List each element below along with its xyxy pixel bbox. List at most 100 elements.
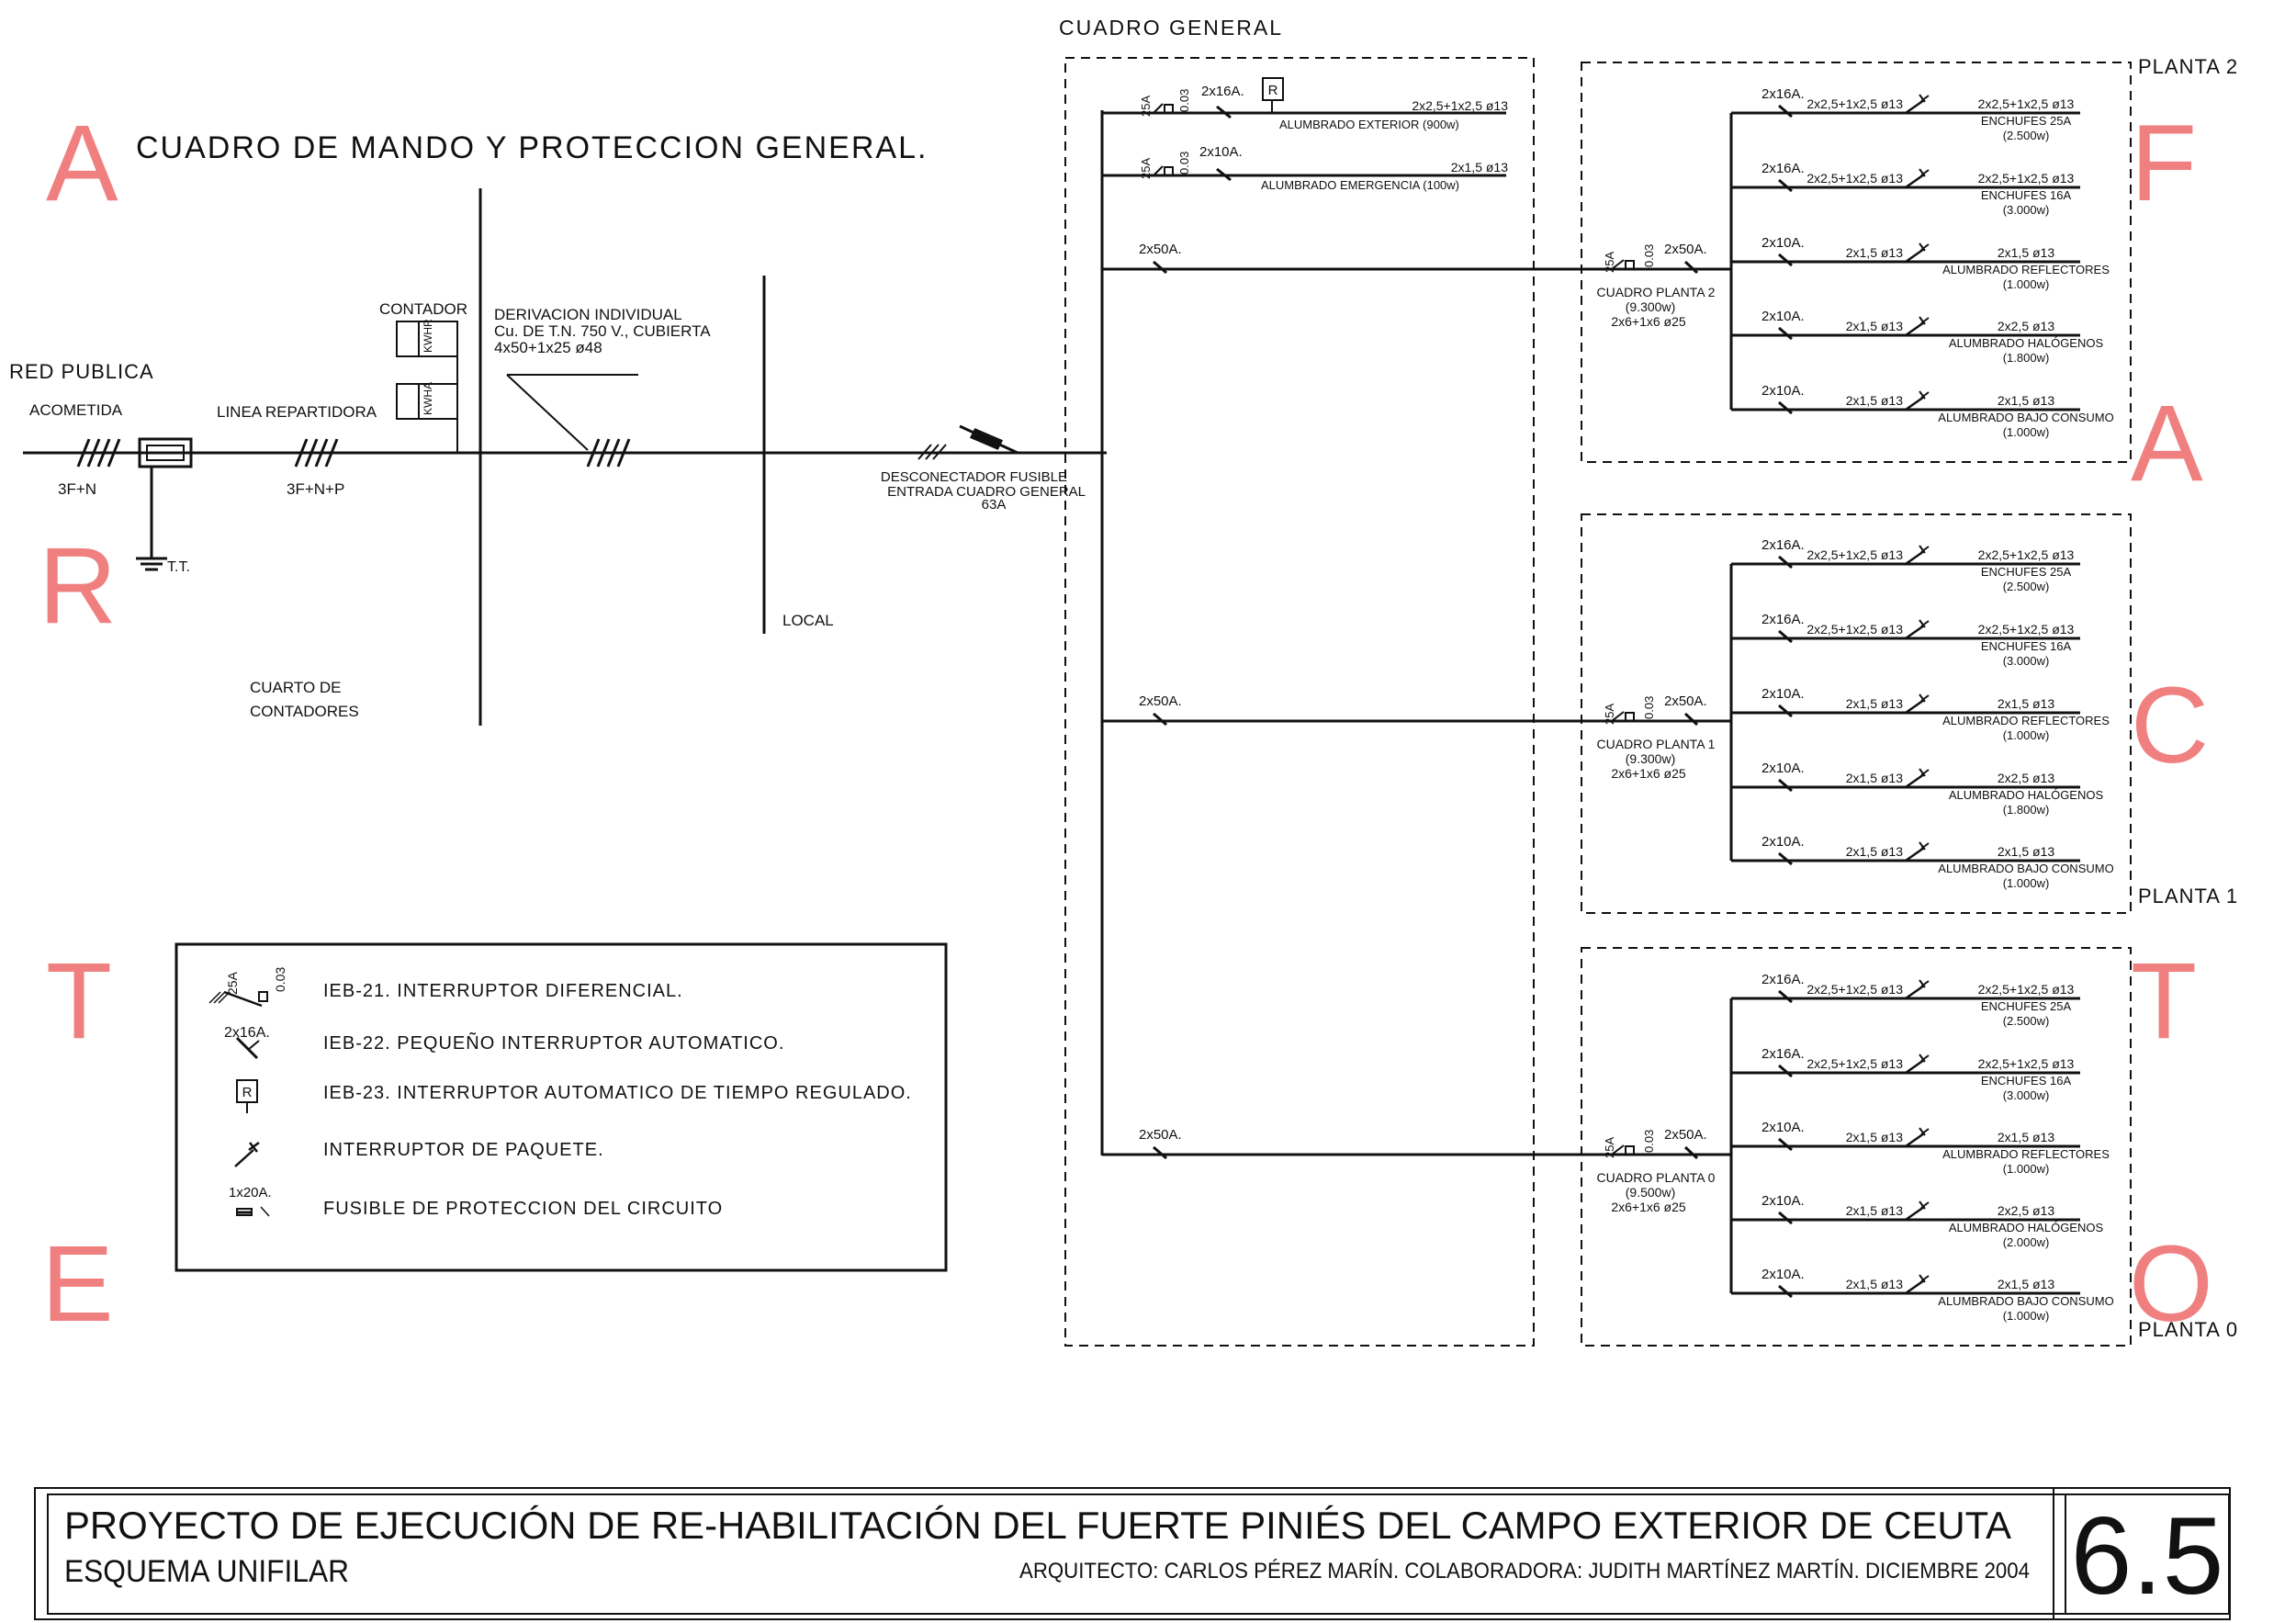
circuit-name: ALUMBRADO HALÓGENOS [1949,336,2104,350]
legend-symbol-label: 25A [225,971,240,995]
circuit-name: ALUMBRADO BAJO CONSUMO [1938,862,2113,875]
circuit-cable: 2x2,5+1x2,5 ø13 [1978,622,2075,637]
circuit-cable-upstream: 2x1,5 ø13 [1846,844,1903,859]
circuit-breaker-rating: 2x16A. [1761,612,1805,627]
circuit-breaker-rating: 2x10A. [1761,1120,1805,1135]
circuit-power: (1.800w) [2003,351,2050,365]
floor-panels: PLANTA 2 25A 0.03 2x50A. 2x50A. CUADRO PLANTA… [1102,55,2238,1347]
desconectador-label: ENTRADA CUADRO GENERAL [887,484,1086,500]
kwhr-label: KWHR [422,319,434,353]
earth-label: T.T. [167,559,190,575]
planta-label: PLANTA 1 [2138,885,2238,907]
floor-feeder-breaker: 2x50A. [1139,242,1182,257]
circuit-cable: 2x2,5 ø13 [1998,1203,2054,1218]
floor-dif-rating: 25A [1603,1137,1616,1158]
floor-dif-rating: 25A [1603,252,1616,273]
circuit-cable-upstream: 2x1,5 ø13 [1846,393,1903,408]
circuit-cable-upstream: 2x2,5+1x2,5 ø13 [1806,547,1903,562]
watermark-letter: T [46,941,112,1062]
circuit-cable: 2x2,5 ø13 [1998,771,2054,785]
acometida-conductors: 3F+N [58,480,96,498]
local-label: LOCAL [782,612,834,629]
circuit-breaker-rating: 2x16A. [1761,972,1805,987]
circuit-breaker-rating: 2x10A. [1761,235,1805,251]
cuadro-general-label: CUADRO GENERAL [1059,16,1283,39]
floor-dif-sensitivity: 0.03 [1642,244,1656,267]
contador-label: CONTADOR [379,300,467,318]
sheet-number: 6.5 [2071,1494,2224,1617]
emergency-breaker-rating: 2x10A. [1199,144,1243,160]
circuit-name: ENCHUFES 25A [1981,999,2072,1013]
watermark-letter: F [2131,103,2197,224]
circuit-breaker-rating: 2x10A. [1761,686,1805,702]
circuit-cable: 2x2,5 ø13 [1998,319,2054,333]
circuit-cable-upstream: 2x2,5+1x2,5 ø13 [1806,1056,1903,1071]
circuit-cable: 2x1,5 ø13 [1998,393,2054,408]
legend-symbol-label: 2x16A. [224,1025,270,1041]
title-block [34,1487,2231,1620]
floor-wiring [1102,513,2132,914]
floor-panel-power: (9.300w) [1626,299,1675,314]
floor-dif-sensitivity: 0.03 [1642,1130,1656,1153]
watermark-letter: C [2131,665,2209,786]
supply-section [23,188,1107,726]
circuit-name: ALUMBRADO REFLECTORES [1942,263,2110,276]
circuit-breaker-rating: 2x16A. [1761,86,1805,102]
circuit-name: ALUMBRADO BAJO CONSUMO [1938,411,2113,424]
exterior-breaker-rating: 2x16A. [1201,84,1244,99]
circuit-name: ALUMBRADO HALÓGENOS [1949,788,2104,802]
circuit-name: ENCHUFES 16A [1981,639,2072,653]
legend-symbol-label: 1x20A. [229,1185,272,1200]
circuit-power: (3.000w) [2003,1088,2050,1102]
circuit-breaker-rating: 2x10A. [1761,1267,1805,1282]
legend-item: INTERRUPTOR DE PAQUETE. [323,1140,604,1160]
circuit-cable-upstream: 2x1,5 ø13 [1846,319,1903,333]
circuit-cable: 2x2,5+1x2,5 ø13 [1978,1056,2075,1071]
circuit-cable: 2x2,5+1x2,5 ø13 [1978,982,2075,997]
circuit-name: ALUMBRADO HALÓGENOS [1949,1221,2104,1234]
watermark-letter: E [41,1223,114,1345]
general-dif-rating: 25A [1139,96,1153,117]
legend-item: IEB-21. INTERRUPTOR DIFERENCIAL. [323,981,683,1001]
circuit-cable: 2x1,5 ø13 [1998,1277,2054,1291]
circuit-cable-upstream: 2x1,5 ø13 [1846,1203,1903,1218]
circuit-breaker-rating: 2x10A. [1761,761,1805,776]
circuit-cable-upstream: 2x1,5 ø13 [1846,1277,1903,1291]
circuit-cable-upstream: 2x2,5+1x2,5 ø13 [1806,622,1903,637]
circuit-breaker-rating: 2x16A. [1761,1046,1805,1062]
planta-label: PLANTA 2 [2138,55,2238,78]
desconectador-label: 63A [982,497,1007,513]
circuit-power: (1.000w) [2003,876,2050,890]
circuit-power: (1.000w) [2003,728,2050,742]
cuarto-contadores-label: CUARTO DE [250,679,342,696]
acometida-label: ACOMETIDA [29,401,123,419]
cuarto-contadores-label: CONTADORES [250,703,359,720]
floor-panel-power: (9.300w) [1626,751,1675,766]
circuit-cable: 2x2,5+1x2,5 ø13 [1978,547,2075,562]
watermark-letter: A [2131,383,2203,504]
linea-repartidora-label: LINEA REPARTIDORA [217,403,377,421]
circuit-breaker-rating: 2x10A. [1761,309,1805,324]
circuit-breaker-rating: 2x16A. [1761,537,1805,553]
planta-label: PLANTA 0 [2138,1318,2238,1341]
timer-symbol: R [1268,83,1278,98]
circuit-power: (1.000w) [2003,277,2050,291]
credits: ARQUITECTO: CARLOS PÉREZ MARÍN. COLABORA… [1019,1559,2030,1584]
emergency-cable: 2x1,5 ø13 [1451,160,1508,175]
floor-main-breaker: 2x50A. [1664,242,1707,257]
circuit-name: ENCHUFES 16A [1981,1074,2072,1088]
kwha-label: KWHA [422,382,434,415]
floor-panel-name: CUADRO PLANTA 0 [1597,1170,1716,1185]
circuit-power: (2.500w) [2003,129,2050,142]
